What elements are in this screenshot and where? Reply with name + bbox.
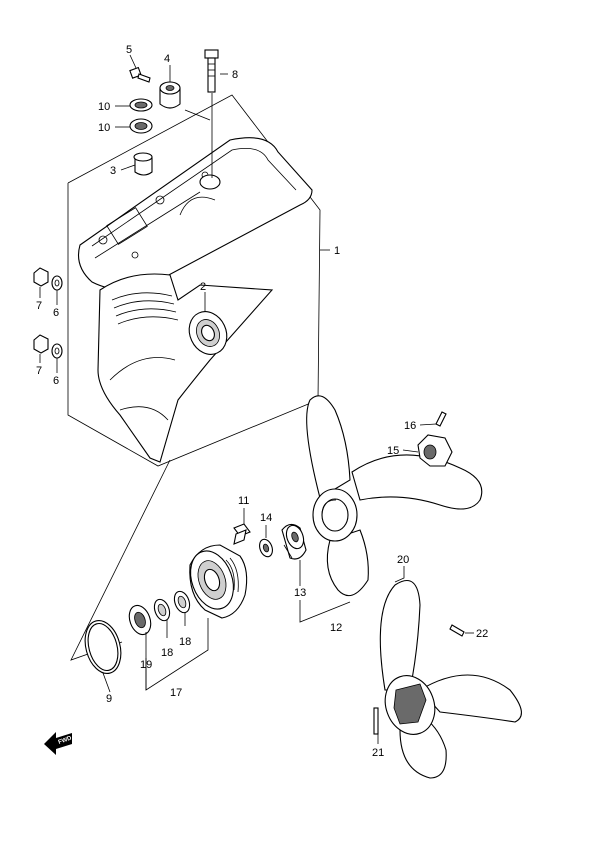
part-5-bolt [129,66,151,83]
part-15-nut [417,434,453,467]
part-17-shaft-housing [189,544,248,619]
part-16-cotter-pin [435,411,447,427]
callout-18a: 18 [161,647,173,659]
callout-12: 12 [330,622,342,634]
callout-22: 22 [476,628,488,640]
callout-10a: 10 [98,101,110,113]
callout-18b: 18 [179,636,191,648]
callout-5: 5 [126,44,132,56]
callout-19: 19 [140,659,152,671]
part-10-seal-upper [129,98,153,112]
callout-20: 20 [397,554,409,566]
callout-16: 16 [404,420,416,432]
callout-2: 2 [200,281,206,293]
callout-11: 11 [238,495,249,507]
fwd-badge-text: FWD [58,735,74,746]
part-10-seal-lower [129,118,153,134]
callout-labels: 1 2 3 4 5 6 6 7 7 8 9 10 10 11 12 13 14 … [36,44,488,759]
part-13-bushing [281,523,307,560]
part-6-gasket-lower [51,343,63,359]
part-22-cotter-pin [449,624,465,637]
callout-1: 1 [334,245,340,257]
part-3-bushing [133,152,153,176]
part-2-bearing [188,311,228,355]
part-9-o-ring [84,620,122,674]
part-21-pin [373,707,379,735]
callout-10b: 10 [98,122,110,134]
part-6-gasket-upper [51,275,63,291]
callout-9: 9 [106,693,112,705]
part-8-bolt [204,49,219,93]
part-7-plug-lower [33,334,49,354]
callout-3: 3 [110,165,116,177]
part-11-bolt [233,523,251,545]
callout-17: 17 [170,687,182,699]
part-18-ring-1 [153,598,171,622]
part-18-ring-2 [173,590,191,614]
part-14-washer [259,538,273,558]
callout-7b: 7 [36,365,42,377]
callout-13: 13 [294,587,306,599]
fwd-direction-arrow-icon: FWD [44,732,73,755]
gear-case [77,137,313,463]
callout-6b: 6 [53,375,59,387]
part-19-bearing [128,604,152,636]
callout-8: 8 [232,69,238,81]
callout-15: 15 [387,445,399,457]
callout-7a: 7 [36,300,42,312]
part-7-plug-upper [33,267,49,287]
callout-6a: 6 [53,307,59,319]
callout-21: 21 [372,747,384,759]
part-12-propeller [306,395,483,597]
callout-14: 14 [260,512,272,524]
part-20-propeller [379,580,522,779]
part-4-collar [159,81,181,109]
leader-lines [39,54,474,744]
callout-4: 4 [164,53,170,65]
